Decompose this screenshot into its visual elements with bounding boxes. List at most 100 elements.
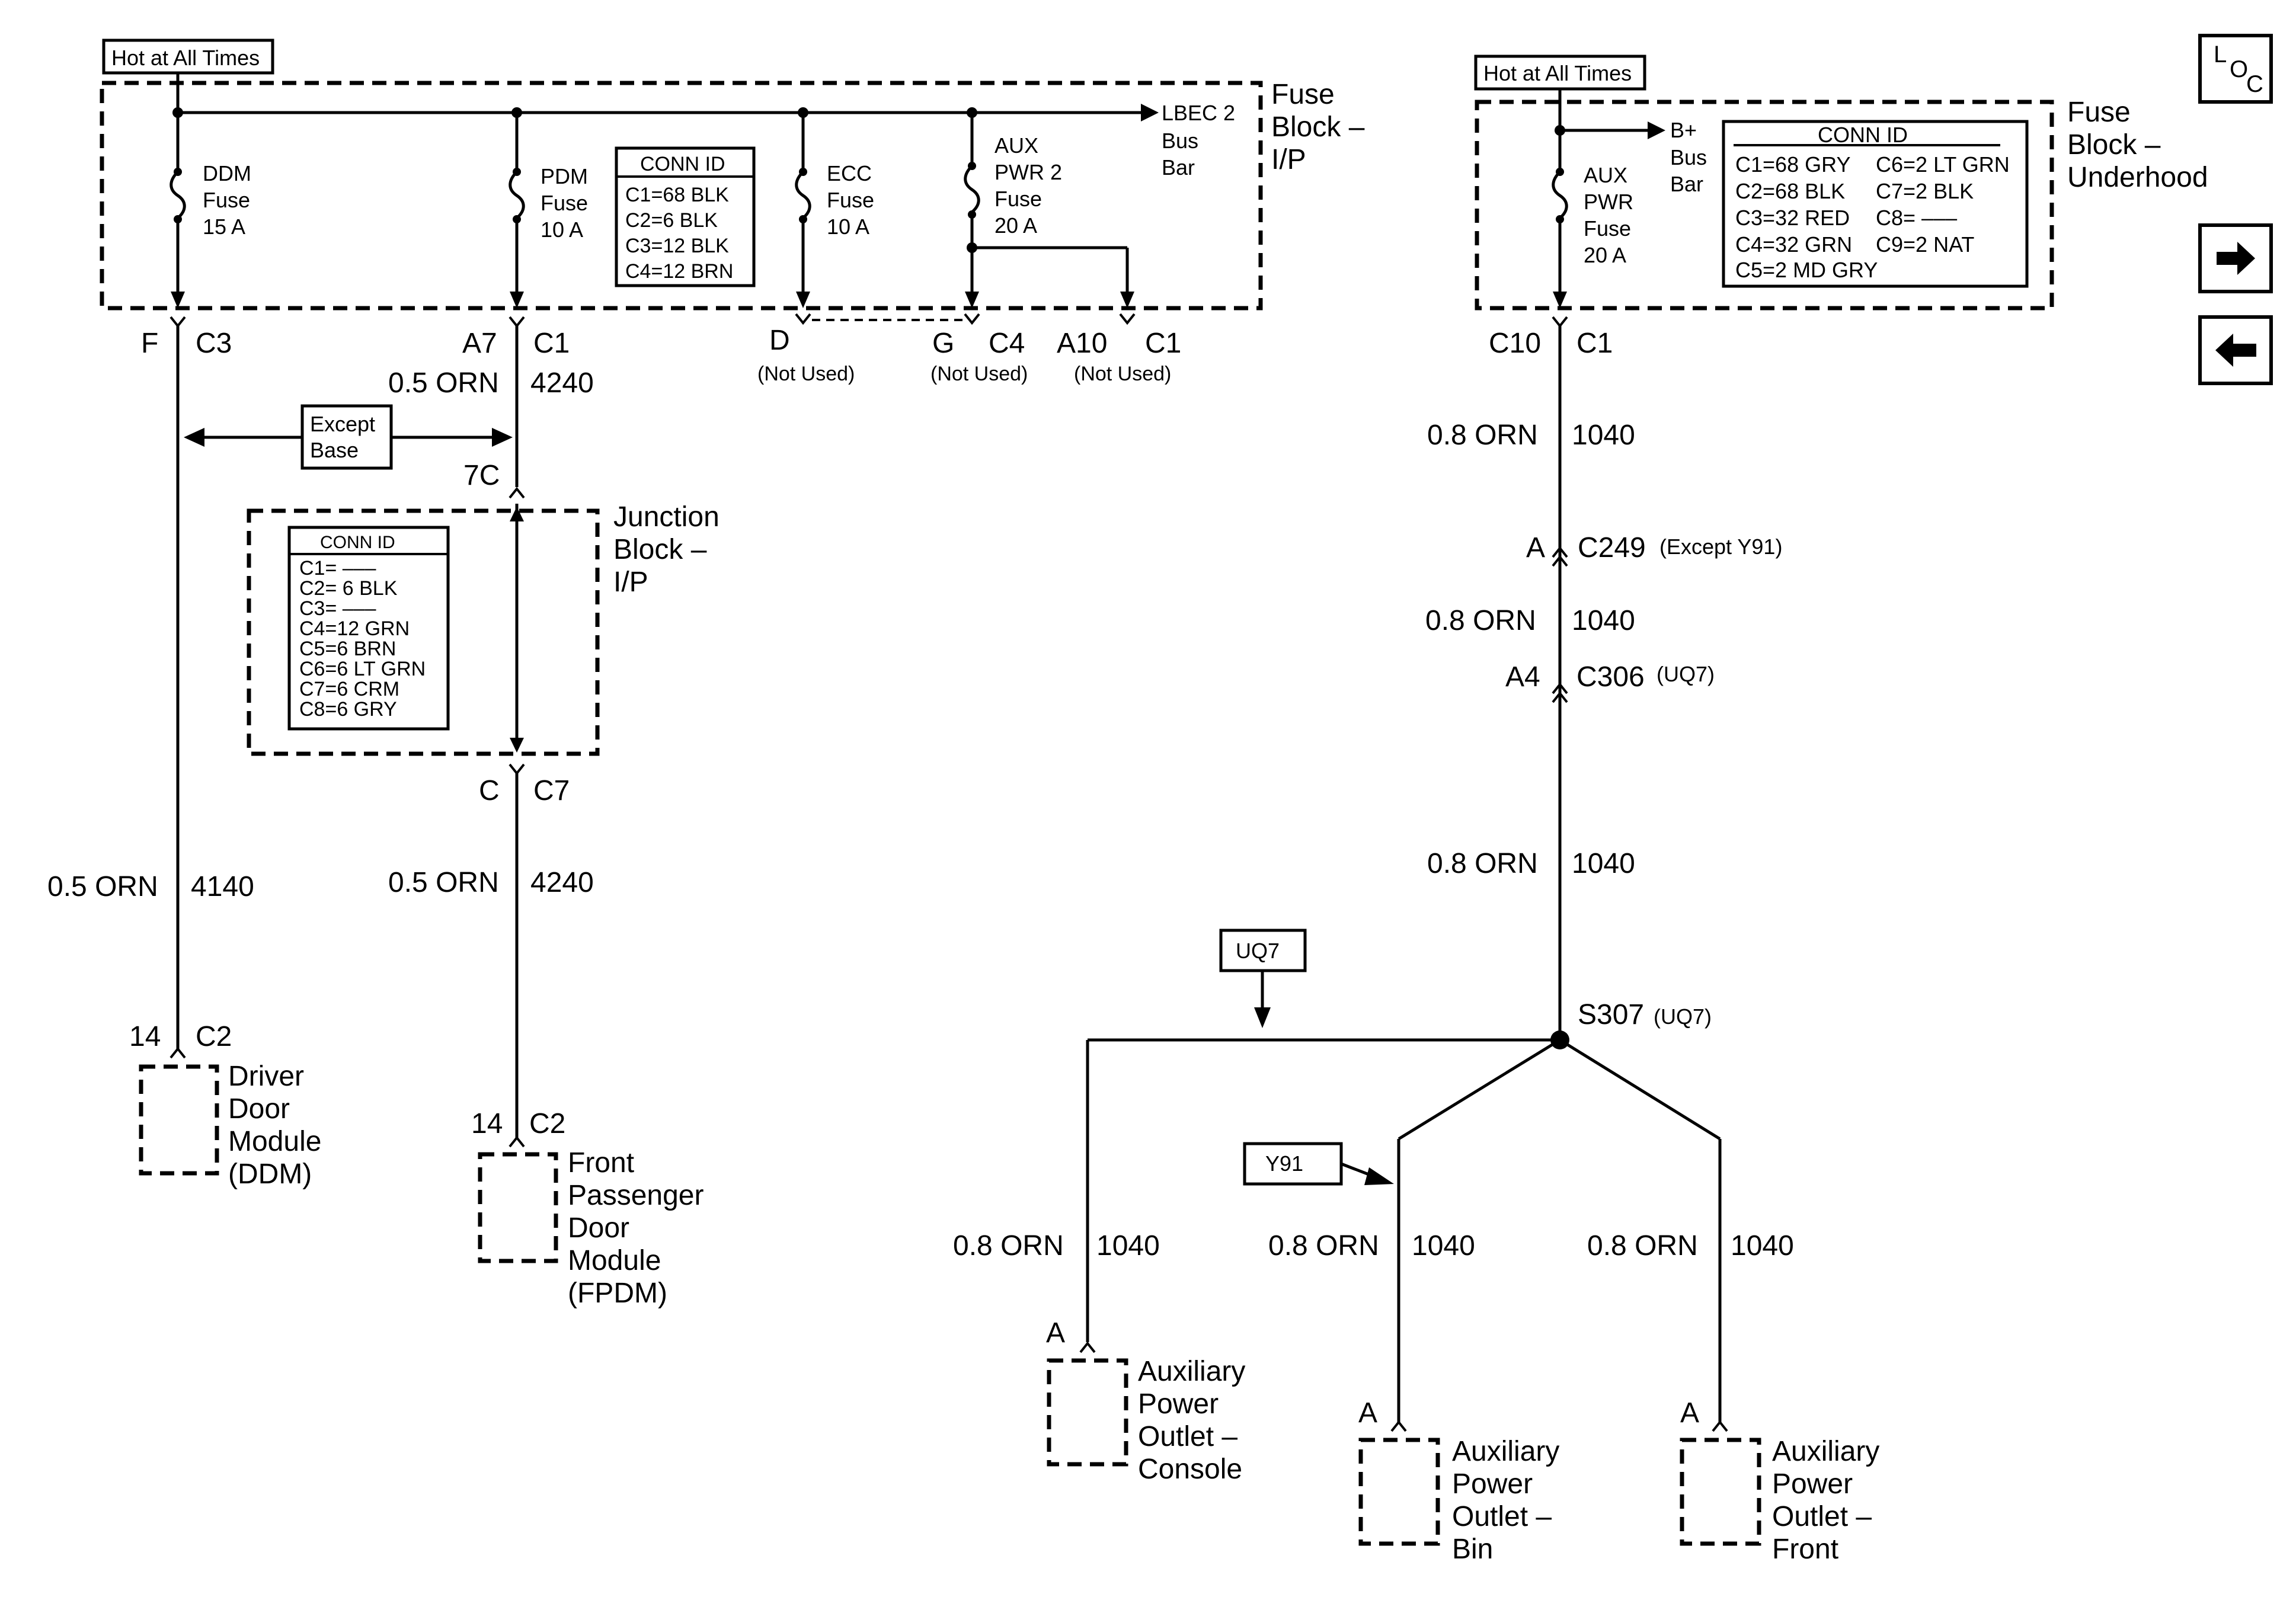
- svg-text:Fuse: Fuse: [1584, 216, 1631, 241]
- svg-text:Front: Front: [1772, 1534, 1838, 1565]
- svg-text:Door: Door: [568, 1212, 629, 1244]
- svg-text:C2= 6 BLK: C2= 6 BLK: [299, 577, 398, 600]
- svg-text:Auxiliary: Auxiliary: [1452, 1436, 1559, 1467]
- svg-text:10 A: 10 A: [827, 215, 869, 239]
- svg-text:0.8 ORN: 0.8 ORN: [953, 1230, 1064, 1262]
- svg-text:10 A: 10 A: [541, 217, 583, 242]
- svg-text:0.8 ORN: 0.8 ORN: [1425, 605, 1536, 636]
- svg-text:Auxiliary: Auxiliary: [1772, 1436, 1879, 1467]
- svg-text:C5=2 MD GRY: C5=2 MD GRY: [1735, 258, 1878, 282]
- front-passenger-door-module: [478, 1152, 558, 1263]
- svg-text:Hot at All Times: Hot at All Times: [1483, 61, 1632, 85]
- ddm-fuse: DDM Fuse 15 A: [170, 113, 251, 308]
- svg-text:DDM: DDM: [203, 161, 251, 185]
- ecc-fuse: ECC Fuse 10 A: [795, 113, 874, 308]
- svg-text:AUX: AUX: [994, 133, 1038, 158]
- c249-option-note: (Except Y91): [1659, 534, 1782, 559]
- svg-text:Block –: Block –: [1271, 111, 1365, 143]
- pin-a7: A7: [462, 328, 497, 359]
- bin-outlet-label: Auxiliary Power Outlet – Bin: [1452, 1436, 1559, 1565]
- svg-text:0.5 ORN: 0.5 ORN: [388, 867, 499, 898]
- svg-text:C1= –––: C1= –––: [299, 557, 376, 580]
- junction-block-title: Junction Block – I/P: [613, 501, 720, 598]
- svg-text:ECC: ECC: [827, 161, 872, 185]
- svg-text:1040: 1040: [1731, 1230, 1794, 1262]
- svg-text:Driver: Driver: [228, 1061, 304, 1092]
- svg-text:1040: 1040: [1412, 1230, 1475, 1262]
- svg-text:L: L: [2214, 41, 2227, 68]
- svg-text:0.8 ORN: 0.8 ORN: [1587, 1230, 1698, 1262]
- svg-text:Module: Module: [568, 1245, 661, 1276]
- svg-text:C6=2 LT GRN: C6=2 LT GRN: [1876, 152, 2010, 177]
- pin-a-console: A: [1046, 1317, 1065, 1349]
- pdm-fuse: PDM Fuse 10 A: [509, 113, 588, 308]
- conn-c306: C306: [1576, 661, 1645, 693]
- svg-text:(DDM): (DDM): [228, 1158, 312, 1190]
- svg-text:Power: Power: [1452, 1468, 1533, 1500]
- pin-a-c249: A: [1526, 532, 1545, 564]
- svg-text:4140: 4140: [191, 871, 254, 902]
- aux-power-outlet-front: [1680, 1438, 1761, 1546]
- svg-text:AUX: AUX: [1584, 163, 1627, 187]
- svg-text:Power: Power: [1138, 1388, 1219, 1420]
- svg-text:C8=6 GRY: C8=6 GRY: [299, 698, 397, 721]
- next-page-button[interactable]: [2198, 223, 2273, 293]
- svg-text:Outlet –: Outlet –: [1452, 1501, 1552, 1532]
- svg-text:1040: 1040: [1096, 1230, 1160, 1262]
- conn-c4: C4: [989, 328, 1025, 359]
- svg-text:Power: Power: [1772, 1468, 1853, 1500]
- svg-text:PWR: PWR: [1584, 190, 1633, 214]
- wire-label-console: 0.8 ORN 1040: [953, 1230, 1160, 1262]
- svg-text:Front: Front: [568, 1147, 634, 1179]
- svg-text:Hot at All Times: Hot at All Times: [111, 46, 260, 70]
- svg-text:Fuse: Fuse: [994, 187, 1042, 211]
- hot-at-all-times-right: Hot at All Times: [1474, 55, 1646, 91]
- wire-label-bin: 0.8 ORN 1040: [1268, 1230, 1475, 1262]
- conn-c7: C7: [533, 775, 570, 806]
- svg-text:Door: Door: [228, 1093, 290, 1125]
- svg-text:LBEC 2: LBEC 2: [1162, 101, 1235, 125]
- loc-button[interactable]: L O C: [2198, 34, 2273, 104]
- svg-text:(FPDM): (FPDM): [568, 1278, 667, 1309]
- svg-text:Bus: Bus: [1162, 129, 1198, 153]
- svg-text:0.5 ORN: 0.5 ORN: [388, 367, 499, 399]
- conn-id-underhood-table: CONN ID C1=68 GRY C2=68 BLK C3=32 RED C4…: [1722, 120, 2029, 288]
- svg-text:Fuse: Fuse: [203, 188, 250, 212]
- svg-text:C7=6 CRM: C7=6 CRM: [299, 678, 399, 700]
- aux-pwr-2-fuse: AUX PWR 2 Fuse 20 A: [964, 113, 1134, 308]
- svg-text:1040: 1040: [1572, 420, 1635, 451]
- conn-c1-ip-2: C1: [1145, 328, 1181, 359]
- previous-page-button[interactable]: [2198, 315, 2273, 385]
- conn-c1-underhood: C1: [1576, 328, 1613, 359]
- svg-text:4240: 4240: [530, 367, 594, 399]
- arrow-left-icon: [2215, 334, 2256, 367]
- svg-text:UQ7: UQ7: [1236, 939, 1280, 963]
- svg-text:C5=6 BRN: C5=6 BRN: [299, 638, 396, 660]
- conn-c1-ip: C1: [533, 328, 570, 359]
- svg-text:CONN ID: CONN ID: [320, 533, 395, 552]
- svg-text:0.8 ORN: 0.8 ORN: [1268, 1230, 1379, 1262]
- svg-text:Y91: Y91: [1265, 1151, 1303, 1176]
- svg-text:20 A: 20 A: [994, 213, 1037, 238]
- svg-text:PWR 2: PWR 2: [994, 160, 1062, 184]
- svg-text:C3=12 BLK: C3=12 BLK: [625, 235, 729, 257]
- svg-text:C2=6 BLK: C2=6 BLK: [625, 209, 718, 232]
- svg-text:I/P: I/P: [1271, 144, 1306, 175]
- wire-label-front: 0.8 ORN 1040: [1587, 1230, 1794, 1262]
- svg-text:C4=12 GRN: C4=12 GRN: [299, 617, 410, 640]
- conn-c2-ddm: C2: [196, 1021, 232, 1052]
- pin-d: D: [769, 325, 790, 356]
- junction-block-outline: [247, 508, 600, 756]
- pin-a-bin: A: [1358, 1397, 1377, 1429]
- svg-text:0.5 ORN: 0.5 ORN: [47, 871, 158, 902]
- svg-text:Outlet –: Outlet –: [1138, 1421, 1237, 1452]
- svg-text:Underhood: Underhood: [2067, 162, 2208, 193]
- svg-text:Block –: Block –: [2067, 129, 2161, 161]
- pin-14-fpdm: 14: [471, 1108, 503, 1140]
- pin-g: G: [932, 328, 954, 359]
- aux-power-outlet-bin: [1358, 1438, 1440, 1546]
- splice-s307-label: S307: [1578, 999, 1644, 1030]
- svg-text:Bin: Bin: [1452, 1534, 1493, 1565]
- svg-text:CONN ID: CONN ID: [640, 153, 725, 175]
